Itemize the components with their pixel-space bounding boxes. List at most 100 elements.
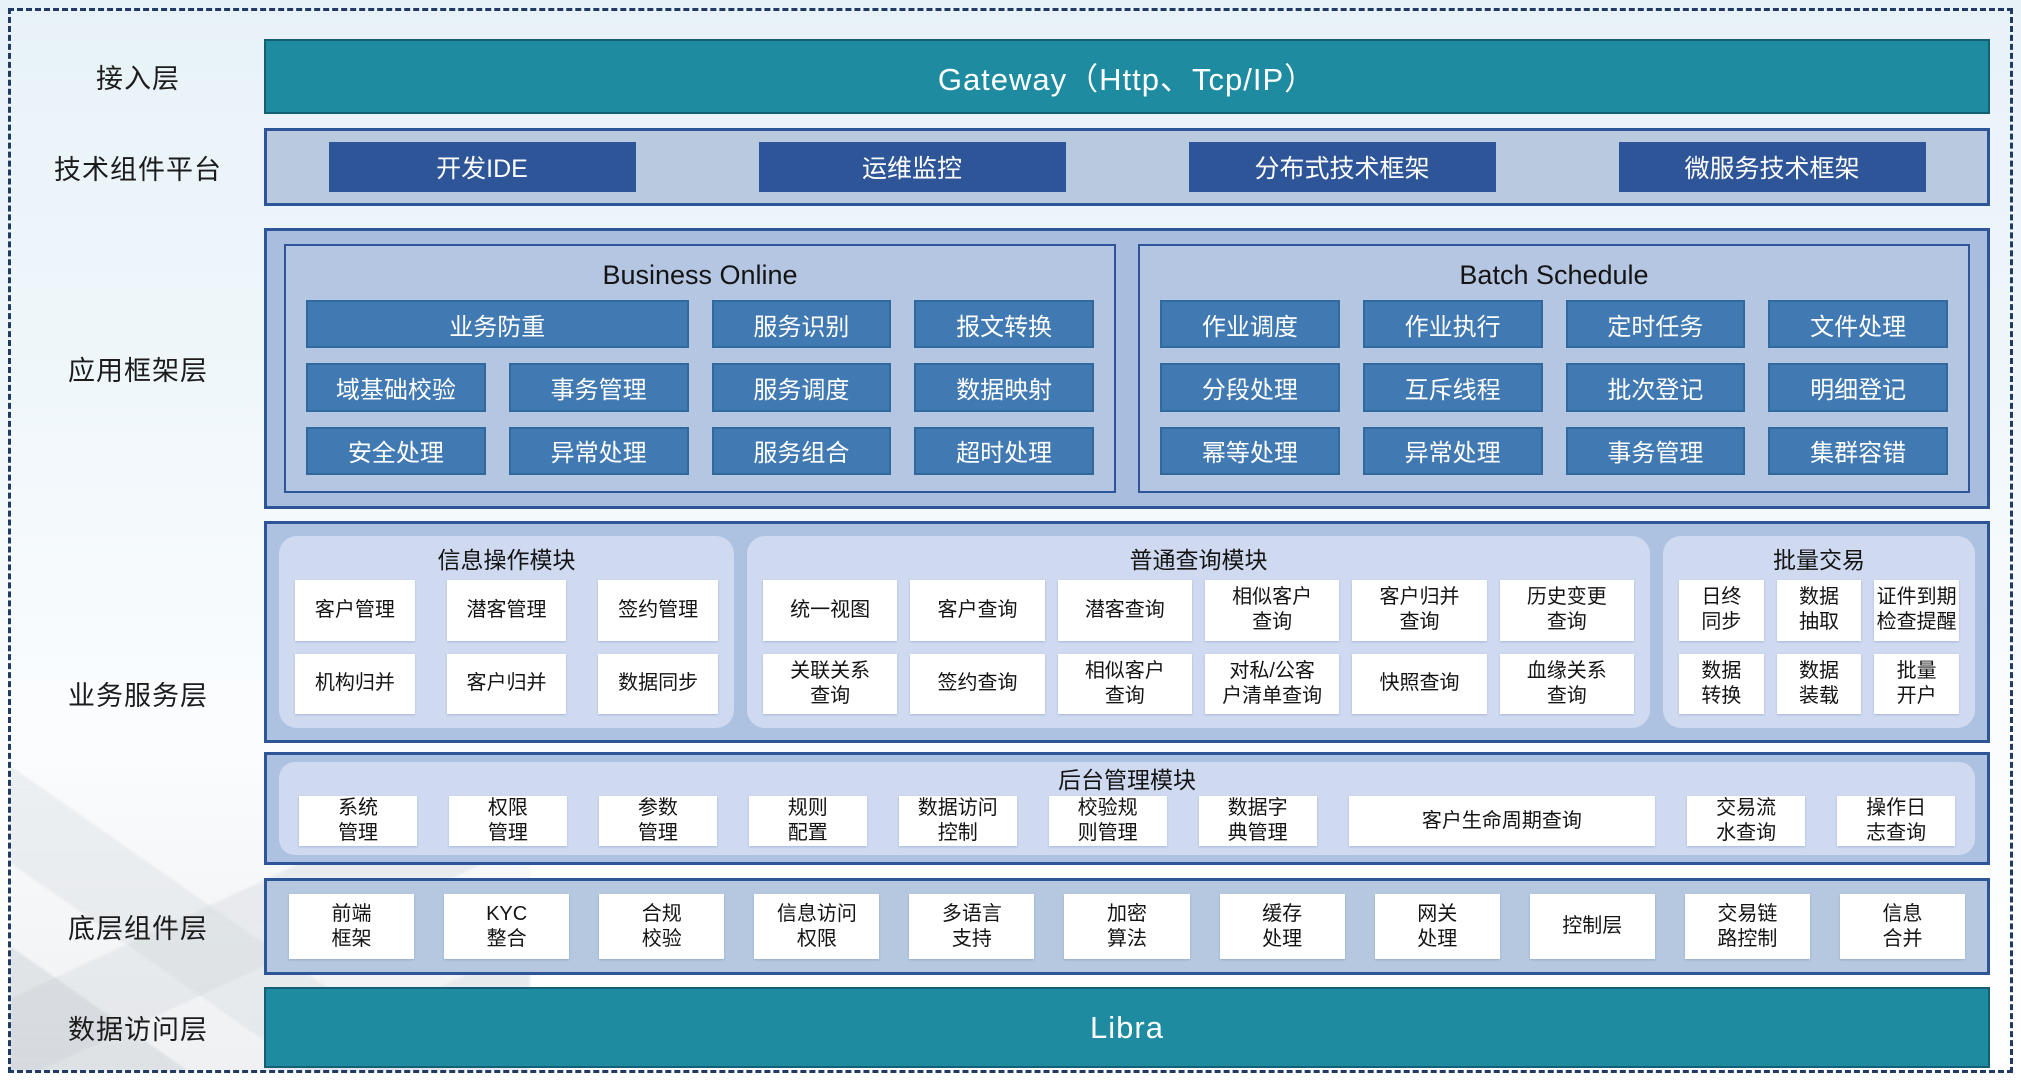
svc-item: 相似客户 查询 — [1057, 653, 1192, 714]
fw-item: 互斥线程 — [1362, 363, 1543, 412]
batch-trade-title: 批量交易 — [1773, 547, 1865, 573]
admin-item: 规则 配置 — [748, 796, 867, 846]
base-item: 多语言 支持 — [909, 894, 1035, 959]
fw-item: 作业调度 — [1160, 300, 1340, 349]
libra-label: Libra — [1090, 1009, 1164, 1045]
fw-item: 安全处理 — [306, 426, 486, 475]
fw-item: 作业执行 — [1362, 300, 1543, 349]
base-item: 控制层 — [1529, 894, 1655, 959]
svc-item: 机构归并 — [295, 653, 415, 714]
fw-item: 文件处理 — [1768, 300, 1948, 349]
fw-item: 业务防重 — [306, 300, 689, 349]
layer-label-data-access: 数据访问层 — [68, 1015, 208, 1045]
business-online-panel: Business Online 业务防重 服务识别 报文转换 域基础校验 事务管… — [284, 244, 1116, 493]
fw-item: 明细登记 — [1768, 363, 1948, 412]
admin-item: 数据访问 控制 — [898, 796, 1017, 846]
svc-item: 血缘关系 查询 — [1499, 653, 1634, 714]
layer-label-app-framework: 应用框架层 — [68, 356, 208, 386]
tech-item-dev-ide: 开发IDE — [328, 142, 636, 192]
fw-item: 异常处理 — [1362, 426, 1543, 475]
svc-item: 潜客管理 — [446, 580, 567, 641]
tech-item-distributed-framework: 分布式技术框架 — [1188, 142, 1496, 192]
svc-item: 证件到期 检查提醒 — [1874, 580, 1959, 641]
svc-item: 统一视图 — [763, 580, 898, 641]
batch-schedule-grid: 作业调度 作业执行 定时任务 文件处理 分段处理 互斥线程 批次登记 明细登记 … — [1160, 300, 1948, 475]
admin-item: 交易流 水查询 — [1687, 796, 1806, 846]
business-online-title: Business Online — [602, 260, 798, 290]
query-module: 普通查询模块 统一视图 客户查询 潜客查询 相似客户 查询 客户归并 查询 历史… — [747, 536, 1650, 728]
svc-item: 数据 转换 — [1679, 653, 1764, 714]
gateway-bar: Gateway（Http、Tcp/IP） — [264, 39, 1990, 114]
fw-item: 报文转换 — [914, 300, 1094, 349]
fw-item: 域基础校验 — [306, 363, 486, 412]
svc-item: 签约查询 — [910, 653, 1045, 714]
base-item: 交易链 路控制 — [1684, 894, 1810, 959]
admin-item: 权限 管理 — [448, 796, 567, 846]
layer-label-base-components: 底层组件层 — [68, 914, 208, 944]
business-online-grid: 业务防重 服务识别 报文转换 域基础校验 事务管理 服务调度 数据映射 安全处理… — [306, 300, 1094, 475]
svc-item: 历史变更 查询 — [1499, 580, 1634, 641]
tech-platform-band: 开发IDE 运维监控 分布式技术框架 微服务技术框架 — [264, 128, 1990, 206]
svc-item: 关联关系 查询 — [763, 653, 898, 714]
svc-item: 对私/公客 户清单查询 — [1204, 653, 1340, 714]
svc-item: 数据 抽取 — [1776, 580, 1862, 641]
fw-item: 数据映射 — [914, 363, 1094, 412]
admin-item: 操作日 志查询 — [1837, 796, 1956, 846]
tech-item-ops-monitor: 运维监控 — [758, 142, 1066, 192]
batch-trade-module: 批量交易 日终 同步 数据 抽取 证件到期 检查提醒 数据 转换 数据 装载 批… — [1663, 536, 1975, 728]
base-item: 网关 处理 — [1374, 894, 1500, 959]
fw-item: 定时任务 — [1565, 300, 1746, 349]
query-module-title: 普通查询模块 — [1129, 547, 1268, 573]
svc-item: 批量 开户 — [1874, 653, 1959, 714]
tech-item-microservice-framework: 微服务技术框架 — [1618, 142, 1926, 192]
base-item: 缓存 处理 — [1219, 894, 1345, 959]
fw-item: 异常处理 — [508, 426, 689, 475]
layer-label-business-service: 业务服务层 — [68, 680, 208, 711]
admin-item: 参数 管理 — [598, 796, 717, 846]
base-item: 前端 框架 — [289, 894, 415, 959]
libra-bar: Libra — [264, 987, 1990, 1068]
svc-item: 客户查询 — [910, 580, 1045, 641]
fw-item: 超时处理 — [914, 426, 1094, 475]
svc-item: 日终 同步 — [1679, 580, 1764, 641]
gateway-label: Gateway（Http、Tcp/IP） — [937, 62, 1317, 97]
layer-label-tech-platform: 技术组件平台 — [54, 154, 222, 185]
fw-item: 服务调度 — [711, 363, 892, 412]
fw-item: 分段处理 — [1160, 363, 1340, 412]
fw-item: 事务管理 — [1565, 426, 1746, 475]
batch-schedule-panel: Batch Schedule 作业调度 作业执行 定时任务 文件处理 分段处理 … — [1138, 244, 1970, 493]
svc-item: 相似客户 查询 — [1204, 580, 1340, 641]
admin-module-panel: 后台管理模块 系统 管理 权限 管理 参数 管理 规则 配置 数据访问 控制 校… — [279, 762, 1975, 855]
admin-module-row: 系统 管理 权限 管理 参数 管理 规则 配置 数据访问 控制 校验规 则管理 … — [299, 796, 1956, 846]
batch-schedule-title: Batch Schedule — [1459, 260, 1649, 290]
fw-item: 服务组合 — [711, 426, 892, 475]
base-item: 信息访问 权限 — [754, 894, 880, 959]
base-item: 加密 算法 — [1064, 894, 1190, 959]
admin-item: 校验规 则管理 — [1048, 796, 1167, 846]
svc-item: 快照查询 — [1352, 653, 1487, 714]
base-item: KYC 整合 — [444, 894, 570, 959]
svc-item: 潜客查询 — [1057, 580, 1192, 641]
admin-item: 数据字 典管理 — [1198, 796, 1317, 846]
svc-item: 客户归并 — [446, 653, 567, 714]
svc-item: 数据 装载 — [1776, 653, 1862, 714]
query-module-grid: 统一视图 客户查询 潜客查询 相似客户 查询 客户归并 查询 历史变更 查询 关… — [763, 580, 1634, 714]
admin-item: 系统 管理 — [299, 796, 417, 846]
fw-item: 幂等处理 — [1160, 426, 1340, 475]
svc-item: 数据同步 — [598, 653, 718, 714]
info-ops-title: 信息操作模块 — [437, 547, 576, 573]
app-framework-band: Business Online 业务防重 服务识别 报文转换 域基础校验 事务管… — [264, 228, 1990, 509]
fw-item: 集群容错 — [1768, 426, 1948, 475]
fw-item: 服务识别 — [711, 300, 892, 349]
admin-module-band: 后台管理模块 系统 管理 权限 管理 参数 管理 规则 配置 数据访问 控制 校… — [264, 752, 1990, 865]
batch-trade-grid: 日终 同步 数据 抽取 证件到期 检查提醒 数据 转换 数据 装载 批量 开户 — [1679, 580, 1959, 714]
info-ops-grid: 客户管理 潜客管理 签约管理 机构归并 客户归并 数据同步 — [295, 580, 718, 714]
admin-item: 客户生命周期查询 — [1348, 796, 1656, 846]
info-ops-module: 信息操作模块 客户管理 潜客管理 签约管理 机构归并 客户归并 数据同步 — [279, 536, 734, 728]
layer-label-access: 接入层 — [96, 64, 180, 94]
business-service-band: 信息操作模块 客户管理 潜客管理 签约管理 机构归并 客户归并 数据同步 普通查… — [264, 521, 1990, 743]
admin-module-title: 后台管理模块 — [1058, 767, 1196, 793]
base-item: 合规 校验 — [599, 894, 725, 959]
fw-item: 批次登记 — [1565, 363, 1746, 412]
